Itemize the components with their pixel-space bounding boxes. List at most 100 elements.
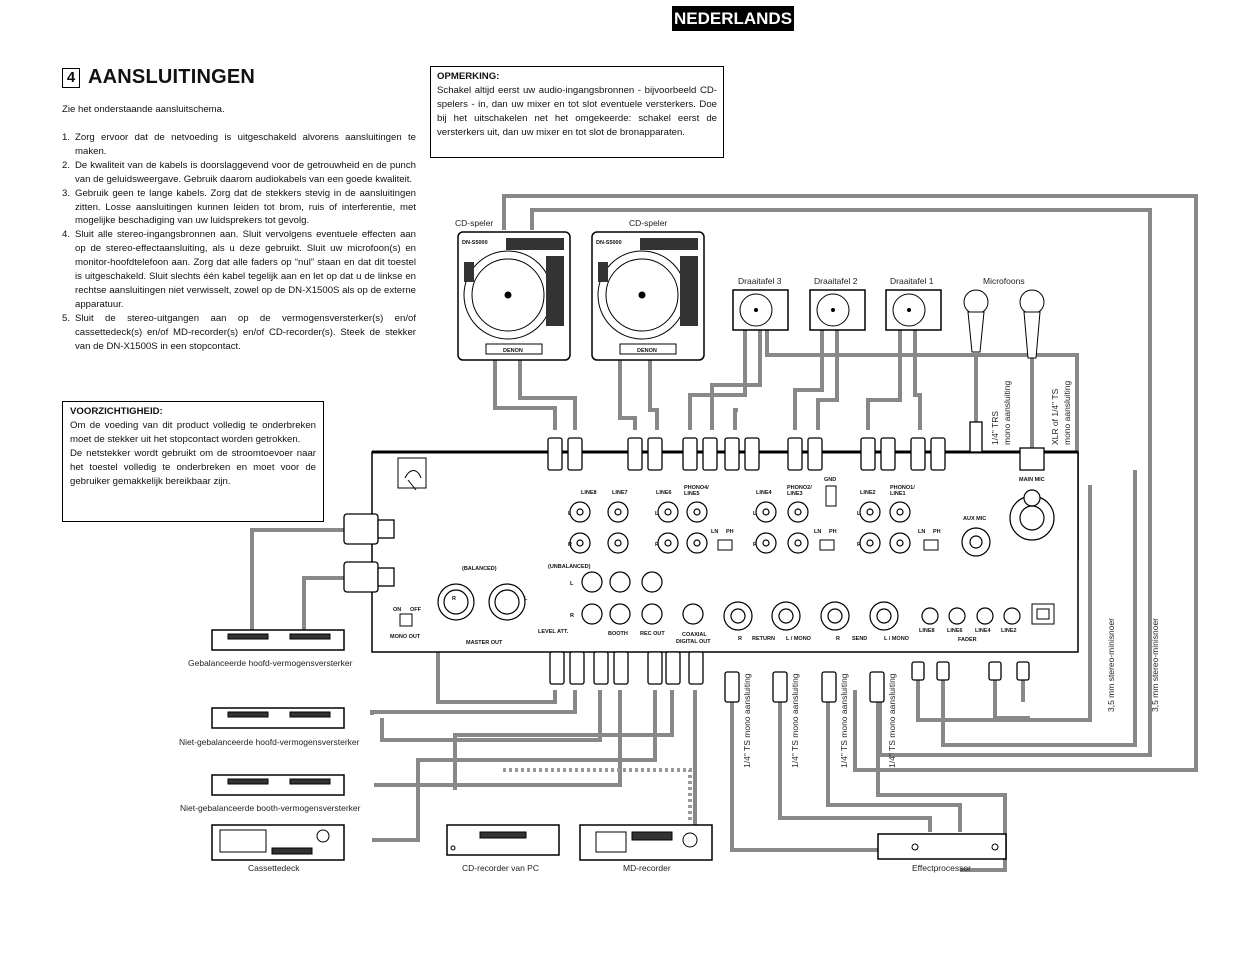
amp-unbalanced: [211, 707, 345, 729]
note-text: Schakel altijd eerst uw audio-ingangsbro…: [437, 84, 717, 138]
svg-text:1/4" TS mono aansluiting: 1/4" TS mono aansluiting: [790, 673, 800, 768]
svg-text:R: R: [836, 636, 840, 642]
svg-text:RETURN: RETURN: [752, 636, 775, 642]
svg-text:L: L: [753, 511, 757, 517]
svg-text:3,5 mm stereo-minisnoer: 3,5 mm stereo-minisnoer: [1106, 618, 1116, 712]
svg-text:DENON: DENON: [637, 348, 657, 354]
svg-text:LINE8: LINE8: [581, 490, 597, 496]
svg-text:LINE6: LINE6: [656, 490, 672, 496]
instruction-item: 2.De kwaliteit van de kabels is doorslag…: [62, 159, 416, 185]
svg-text:LINE3: LINE3: [787, 491, 803, 497]
svg-text:Niet-gebalanceerde booth-vermo: Niet-gebalanceerde booth-vermogensverste…: [180, 803, 361, 813]
language-tab: NEDERLANDS: [672, 6, 794, 31]
svg-text:mono aansluiting: mono aansluiting: [1062, 380, 1072, 445]
svg-text:GND: GND: [824, 477, 836, 483]
instruction-list: 1.Zorg ervoor dat de netvoeding is uitge…: [62, 131, 416, 354]
svg-text:PH: PH: [726, 529, 734, 535]
svg-text:Draaitafel 3: Draaitafel 3: [738, 276, 782, 286]
svg-text:MAIN MIC: MAIN MIC: [1019, 477, 1045, 483]
caution-box: VOORZICHTIGHEID: Om de voeding van dit p…: [62, 401, 324, 522]
effect-processor: [877, 833, 1007, 860]
svg-text:CD-speler: CD-speler: [455, 218, 493, 228]
xlr-plugs: [343, 513, 395, 593]
svg-text:COAXIAL: COAXIAL: [682, 632, 707, 638]
amp-balanced: [211, 629, 345, 651]
svg-text:Gebalanceerde hoofd-vermogensv: Gebalanceerde hoofd-vermogensversterker: [188, 658, 353, 668]
cassette-deck: [211, 824, 345, 861]
section-title: AANSLUITINGEN: [88, 66, 256, 88]
svg-text:MASTER OUT: MASTER OUT: [466, 640, 503, 646]
turntable-3: [732, 289, 789, 331]
svg-text:L: L: [655, 511, 659, 517]
microphone-2: [1019, 289, 1045, 359]
section-number: 4: [62, 67, 80, 88]
svg-text:SEND: SEND: [852, 636, 867, 642]
svg-text:DN-S5000: DN-S5000: [462, 240, 488, 246]
amp-booth: [211, 774, 345, 796]
section-heading: 4 AANSLUITINGEN: [62, 66, 255, 89]
svg-text:DIGITAL OUT: DIGITAL OUT: [676, 639, 711, 645]
svg-text:LINE6: LINE6: [947, 628, 963, 634]
svg-text:PHONO1/: PHONO1/: [890, 485, 915, 491]
svg-text:R: R: [568, 542, 572, 548]
rca-plugs-top: [547, 437, 946, 471]
svg-text:AUX MIC: AUX MIC: [963, 516, 986, 522]
cables: [240, 194, 1198, 872]
svg-text:LINE8: LINE8: [919, 628, 935, 634]
svg-text:3,5 mm stereo-minisnoer: 3,5 mm stereo-minisnoer: [1150, 618, 1160, 712]
svg-text:R: R: [655, 542, 659, 548]
svg-text:L: L: [568, 511, 572, 517]
instruction-item: 1.Zorg ervoor dat de netvoeding is uitge…: [62, 132, 416, 157]
svg-text:PHONO4/: PHONO4/: [684, 485, 709, 491]
caution-heading: VOORZICHTIGHEID:: [70, 406, 163, 417]
svg-text:LINE1: LINE1: [890, 491, 906, 497]
intro-text: Zie het onderstaande aansluitschema.: [62, 104, 225, 115]
svg-text:Effectprocessor: Effectprocessor: [912, 863, 971, 873]
svg-text:1/4" TS mono aansluiting: 1/4" TS mono aansluiting: [839, 673, 849, 768]
instruction-item: 5.Sluit de stereo-uitgangen aan op de ve…: [62, 312, 416, 352]
svg-text:R: R: [857, 542, 861, 548]
note-box: OPMERKING: Schakel altijd eerst uw audio…: [430, 66, 724, 158]
svg-text:LINE7: LINE7: [612, 490, 628, 496]
svg-text:LN: LN: [814, 529, 821, 535]
svg-text:R: R: [452, 596, 456, 602]
cd-recorder: [446, 824, 560, 856]
caution-text: Om de voeding van dit product volledig t…: [70, 419, 316, 487]
svg-text:MONO OUT: MONO OUT: [390, 634, 421, 640]
svg-text:(BALANCED): (BALANCED): [462, 566, 497, 572]
svg-text:R: R: [738, 636, 742, 642]
svg-text:PHONO2/: PHONO2/: [787, 485, 812, 491]
instruction-item: 4.Sluit alle stereo-ingangsbronnen aan. …: [62, 229, 416, 310]
note-heading: OPMERKING:: [437, 71, 500, 82]
svg-text:(UNBALANCED): (UNBALANCED): [548, 564, 591, 570]
svg-text:LINE4: LINE4: [975, 628, 992, 634]
cd-player-1: [457, 231, 571, 361]
rca-plugs-bottom: [549, 651, 1030, 703]
svg-text:Draaitafel 2: Draaitafel 2: [814, 276, 858, 286]
svg-text:DN-S5000: DN-S5000: [596, 240, 622, 246]
svg-text:R: R: [570, 613, 574, 619]
svg-text:mono aansluiting: mono aansluiting: [1002, 380, 1012, 445]
svg-text:L: L: [570, 581, 574, 587]
svg-text:LEVEL ATT.: LEVEL ATT.: [538, 629, 569, 635]
svg-text:R: R: [753, 542, 757, 548]
svg-text:LINE4: LINE4: [756, 490, 773, 496]
svg-text:LN: LN: [711, 529, 718, 535]
svg-text:LINE2: LINE2: [860, 490, 876, 496]
microphone-1: [963, 289, 989, 353]
svg-text:PH: PH: [933, 529, 941, 535]
svg-text:Niet-gebalanceerde hoofd-vermo: Niet-gebalanceerde hoofd-vermogensverste…: [179, 737, 360, 747]
svg-text:1/4" TRS: 1/4" TRS: [990, 411, 1000, 445]
svg-text:FADER: FADER: [958, 637, 977, 643]
svg-text:CD-recorder van PC: CD-recorder van PC: [462, 863, 539, 873]
svg-text:LINE5: LINE5: [684, 491, 700, 497]
svg-text:1/4" TS mono aansluiting: 1/4" TS mono aansluiting: [887, 673, 897, 768]
svg-text:LN: LN: [918, 529, 925, 535]
svg-text:L / MONO: L / MONO: [884, 636, 910, 642]
svg-text:1/4" TS mono aansluiting: 1/4" TS mono aansluiting: [742, 673, 752, 768]
svg-text:LINE2: LINE2: [1001, 628, 1017, 634]
digital-cable: [503, 768, 692, 820]
instruction-item: 3.Gebruik geen te lange kabels. Zorg dat…: [62, 187, 416, 227]
svg-text:Draaitafel 1: Draaitafel 1: [890, 276, 934, 286]
